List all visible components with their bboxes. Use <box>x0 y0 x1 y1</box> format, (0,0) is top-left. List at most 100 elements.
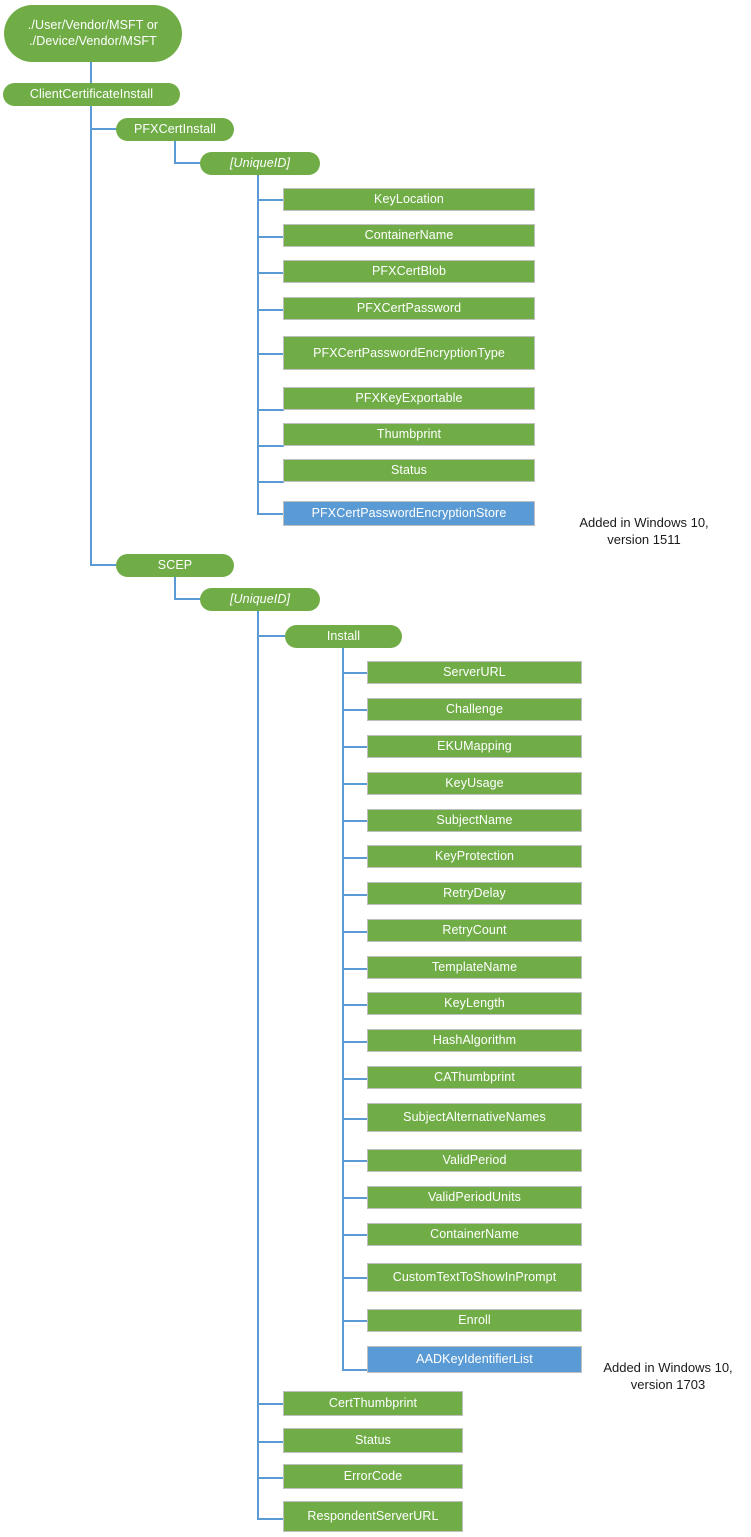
node-install-child-keylength[interactable]: KeyLength <box>367 992 582 1015</box>
node-pfx-child-pfxcertpasswordencryptiontype[interactable]: PFXCertPasswordEncryptionType <box>283 336 535 370</box>
node-install-child-templatename[interactable]: TemplateName <box>367 956 582 979</box>
node-install-child-aadkeyidentifierlist-label: AADKeyIdentifierList <box>416 1352 533 1366</box>
node-install-child-enroll-label: Enroll <box>458 1313 491 1327</box>
node-install-child-keyprotection-label: KeyProtection <box>434 849 515 863</box>
node-install-child-subjectname[interactable]: SubjectName <box>367 809 582 832</box>
node-scepuid-child-errorcode-label: ErrorCode <box>343 1469 403 1483</box>
connector-stub-install-11 <box>342 1078 368 1080</box>
connector-stub-install-6 <box>342 894 368 896</box>
node-install-child-keyusage[interactable]: KeyUsage <box>367 772 582 795</box>
node-pfx-child-containername-label: ContainerName <box>364 228 454 242</box>
connector-stub-install-5 <box>342 857 368 859</box>
node-scepuid-child-certthumbprint[interactable]: CertThumbprint <box>283 1391 463 1416</box>
connector-stub-pfx-2 <box>257 272 284 274</box>
node-install-child-aadkeyidentifierlist[interactable]: AADKeyIdentifierList <box>367 1346 582 1373</box>
node-pfx-child-pfxcertpassword-label: PFXCertPassword <box>356 301 462 315</box>
connector-stub-scepuid-2 <box>257 1477 284 1479</box>
node-install-child-containername[interactable]: ContainerName <box>367 1223 582 1246</box>
node-pfx-child-keylocation-label: KeyLocation <box>374 192 444 206</box>
connector-stub-pfx-5 <box>257 409 284 411</box>
connector-stub-scepuid-3 <box>257 1518 284 1520</box>
node-install-child-validperiod[interactable]: ValidPeriod <box>367 1149 582 1172</box>
node-install-child-retrydelay[interactable]: RetryDelay <box>367 882 582 905</box>
node-root[interactable]: ./User/Vendor/MSFT or ./Device/Vendor/MS… <box>4 5 182 62</box>
connector-scep-uniqueid-to-install <box>257 635 286 637</box>
node-install-child-customtexttoshowinprompt-label: CustomTextToShowInPrompt <box>392 1270 557 1284</box>
connector-stub-pfx-7 <box>257 481 284 483</box>
node-pfx-uniqueid[interactable]: [UniqueID] <box>200 152 320 175</box>
node-clientcertificateinstall[interactable]: ClientCertificateInstall <box>3 83 180 106</box>
node-pfxcertinstall-label: PFXCertInstall <box>134 121 216 136</box>
node-install-child-keylength-label: KeyLength <box>444 996 505 1010</box>
node-install-child-validperiodunits[interactable]: ValidPeriodUnits <box>367 1186 582 1209</box>
node-install-child-retrydelay-label: RetryDelay <box>443 886 506 900</box>
connector-stub-install-12 <box>342 1118 368 1120</box>
node-install-child-hashalgorithm-label: HashAlgorithm <box>432 1033 517 1047</box>
node-pfxcertinstall[interactable]: PFXCertInstall <box>116 118 234 141</box>
node-install-child-serverurl[interactable]: ServerURL <box>367 661 582 684</box>
node-scep-install[interactable]: Install <box>285 625 402 648</box>
connector-install-children-spine <box>342 648 344 1370</box>
connector-stub-install-8 <box>342 968 368 970</box>
node-install-child-customtexttoshowinprompt[interactable]: CustomTextToShowInPrompt <box>367 1263 582 1292</box>
node-pfx-child-containername[interactable]: ContainerName <box>283 224 535 247</box>
node-install-child-retrycount[interactable]: RetryCount <box>367 919 582 942</box>
node-pfx-child-pfxcertpasswordencryptionstore[interactable]: PFXCertPasswordEncryptionStore <box>283 501 535 526</box>
node-install-child-subjectname-label: SubjectName <box>436 813 513 827</box>
connector-scep-to-uniqueid-stub <box>174 598 202 600</box>
node-scep-uniqueid-label: [UniqueID] <box>229 591 291 606</box>
node-scep[interactable]: SCEP <box>116 554 234 577</box>
connector-stub-pfx-4 <box>257 353 284 355</box>
node-install-child-hashalgorithm[interactable]: HashAlgorithm <box>367 1029 582 1052</box>
node-install-child-validperiod-label: ValidPeriod <box>442 1153 507 1167</box>
node-install-child-serverurl-label: ServerURL <box>443 665 506 679</box>
node-install-child-templatename-label: TemplateName <box>431 960 518 974</box>
node-clientcertificateinstall-label: ClientCertificateInstall <box>29 86 154 101</box>
node-pfx-child-pfxcertblob[interactable]: PFXCertBlob <box>283 260 535 283</box>
connector-stub-install-9 <box>342 1004 368 1006</box>
connector-stub-install-4 <box>342 820 368 822</box>
connector-stub-pfx-6 <box>257 445 284 447</box>
node-install-child-retrycount-label: RetryCount <box>442 923 507 937</box>
node-pfx-child-pfxkeyexportable[interactable]: PFXKeyExportable <box>283 387 535 410</box>
connector-stub-pfx-0 <box>257 199 284 201</box>
connector-stub-install-1 <box>342 709 368 711</box>
connector-level1-to-pfx <box>90 128 118 130</box>
node-scepuid-child-respondentserverurl-label: RespondentServerURL <box>307 1509 439 1523</box>
node-pfx-child-pfxcertpassword[interactable]: PFXCertPassword <box>283 297 535 320</box>
node-pfx-child-status[interactable]: Status <box>283 459 535 482</box>
node-install-child-keyusage-label: KeyUsage <box>445 776 504 790</box>
node-install-child-subjectalternativenames[interactable]: SubjectAlternativeNames <box>367 1103 582 1132</box>
connector-stub-install-17 <box>342 1320 368 1322</box>
node-pfx-child-thumbprint[interactable]: Thumbprint <box>283 423 535 446</box>
node-scepuid-child-status[interactable]: Status <box>283 1428 463 1453</box>
node-pfx-child-status-label: Status <box>390 463 428 477</box>
node-pfx-child-pfxcertpasswordencryptionstore-label: PFXCertPasswordEncryptionStore <box>311 506 507 520</box>
node-install-child-ekumapping[interactable]: EKUMapping <box>367 735 582 758</box>
node-root-label: ./User/Vendor/MSFT or ./Device/Vendor/MS… <box>27 17 159 48</box>
connector-scep-to-uniqueid <box>174 577 176 599</box>
node-install-child-cathumbprint[interactable]: CAThumbprint <box>367 1066 582 1089</box>
node-scepuid-child-respondentserverurl[interactable]: RespondentServerURL <box>283 1501 463 1532</box>
node-pfx-child-pfxcertblob-label: PFXCertBlob <box>371 264 447 278</box>
node-install-child-containername-label: ContainerName <box>430 1227 519 1241</box>
node-install-child-keyprotection[interactable]: KeyProtection <box>367 845 582 868</box>
connector-pfx-to-uniqueid-stub <box>174 162 202 164</box>
node-scep-label: SCEP <box>157 557 193 572</box>
connector-stub-install-18 <box>342 1369 368 1371</box>
node-install-child-enroll[interactable]: Enroll <box>367 1309 582 1332</box>
node-pfx-child-keylocation[interactable]: KeyLocation <box>283 188 535 211</box>
connector-scep-uniqueid-spine <box>257 611 259 1519</box>
connector-stub-install-15 <box>342 1234 368 1236</box>
annotation-added-1511-text: Added in Windows 10, version 1511 <box>579 514 709 548</box>
connector-stub-install-16 <box>342 1277 368 1279</box>
connector-pfx-children-spine <box>257 175 259 514</box>
node-install-child-challenge[interactable]: Challenge <box>367 698 582 721</box>
node-scep-uniqueid[interactable]: [UniqueID] <box>200 588 320 611</box>
connector-stub-scepuid-1 <box>257 1441 284 1443</box>
node-install-child-validperiodunits-label: ValidPeriodUnits <box>427 1190 522 1204</box>
connector-stub-pfx-3 <box>257 309 284 311</box>
connector-stub-install-3 <box>342 783 368 785</box>
node-scepuid-child-errorcode[interactable]: ErrorCode <box>283 1464 463 1489</box>
